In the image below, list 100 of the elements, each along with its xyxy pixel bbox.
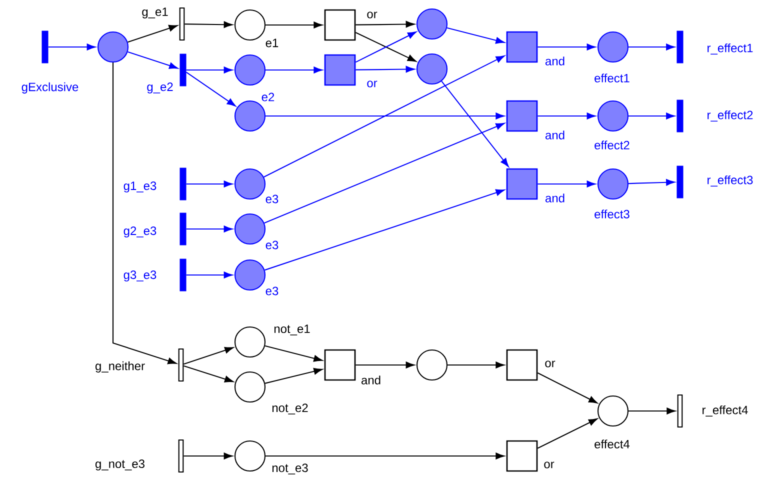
arrow	[448, 362, 504, 368]
arrow	[538, 44, 596, 50]
arrow	[186, 66, 233, 74]
node-label: and	[546, 194, 564, 202]
arrow	[184, 21, 233, 28]
arrow	[186, 72, 236, 106]
node-label: e1	[266, 38, 278, 48]
arrow	[186, 226, 233, 232]
node-label: gExclusive	[22, 82, 78, 94]
arrow	[266, 22, 322, 28]
node-label: effect4	[594, 440, 630, 448]
arrow	[628, 408, 676, 414]
arrow	[264, 345, 323, 362]
place-circle	[234, 440, 266, 472]
transition-box	[324, 9, 356, 41]
node-label: r_effect1	[708, 43, 753, 55]
transition-bar	[179, 7, 185, 41]
arrow	[184, 452, 233, 460]
arrow	[538, 180, 596, 188]
place-circle	[416, 8, 448, 40]
place-circle	[234, 259, 266, 291]
arrow	[264, 122, 505, 224]
node-label: r_effect3	[708, 175, 753, 187]
transition-box	[506, 168, 538, 200]
node-label: r_effect4	[702, 405, 748, 417]
arrow	[128, 51, 178, 69]
transition-bar	[677, 394, 683, 428]
node-label: g_not_e3	[95, 460, 144, 470]
place-circle	[234, 213, 266, 245]
arrow	[356, 20, 415, 28]
node-label: and	[546, 130, 564, 140]
arrow	[48, 44, 96, 50]
node-label: or	[367, 12, 378, 18]
place-circle	[234, 100, 266, 132]
place-circle	[597, 395, 629, 427]
place-circle	[234, 371, 266, 403]
node-label: effect3	[594, 210, 630, 218]
transition-box	[506, 31, 538, 63]
node-label: not_e1	[274, 324, 310, 336]
node-label: g_e2	[147, 82, 173, 94]
place-circle	[234, 9, 266, 41]
arrow	[537, 418, 598, 449]
node-label: g_neither	[96, 361, 145, 373]
node-label: effect1	[594, 74, 630, 82]
transition-box	[324, 54, 356, 86]
node-label: or	[544, 462, 554, 468]
arrow	[128, 24, 178, 43]
place-circle	[234, 54, 266, 86]
place-circle	[597, 168, 629, 200]
arrow	[628, 44, 675, 50]
arrow	[266, 66, 322, 74]
arrow	[628, 179, 675, 186]
node-label: g3_e3	[124, 270, 156, 282]
transition-box	[506, 349, 538, 381]
node-label: or	[367, 80, 378, 88]
transition-bar	[42, 30, 48, 64]
arrow	[356, 362, 415, 368]
arrow	[264, 55, 505, 178]
node-label: not_e2	[272, 404, 308, 414]
place-circle	[234, 326, 266, 358]
arrow	[266, 452, 504, 460]
arrow	[186, 180, 233, 188]
node-label: e3	[266, 240, 278, 250]
arrow	[441, 80, 509, 167]
node-label: not_e3	[272, 464, 308, 474]
node-label: r_effect2	[708, 110, 753, 122]
arrow	[186, 272, 233, 278]
arrow	[537, 372, 598, 404]
place-circle	[416, 349, 448, 381]
arrow	[184, 365, 234, 382]
node-label: and	[362, 376, 380, 384]
arrow	[264, 368, 323, 384]
arrow	[356, 66, 415, 73]
node-label: or	[545, 360, 556, 368]
arrow	[446, 27, 505, 44]
arrow	[266, 112, 504, 120]
arrow	[628, 112, 675, 120]
place-circle	[597, 31, 629, 63]
arrow	[184, 346, 234, 365]
transition-bar	[178, 439, 184, 473]
place-circle	[416, 53, 448, 85]
transition-bar	[180, 212, 186, 246]
node-label: e3	[266, 194, 278, 204]
node-label: effect2	[594, 140, 630, 150]
node-label: e3	[266, 286, 278, 296]
arrow	[538, 112, 596, 120]
transition-box	[506, 100, 538, 132]
node-label: g_e1	[142, 8, 168, 18]
place-circle	[234, 168, 266, 200]
arrow	[112, 62, 177, 364]
node-label: g2_e3	[124, 226, 156, 238]
place-circle	[97, 31, 129, 63]
node-label: g1_e3	[124, 182, 156, 192]
transition-bar	[178, 348, 184, 382]
transition-bar	[180, 258, 186, 292]
transition-bar	[180, 168, 186, 200]
transition-box	[506, 440, 538, 472]
transition-box	[324, 349, 356, 381]
place-circle	[597, 100, 629, 132]
arrow	[264, 189, 505, 271]
